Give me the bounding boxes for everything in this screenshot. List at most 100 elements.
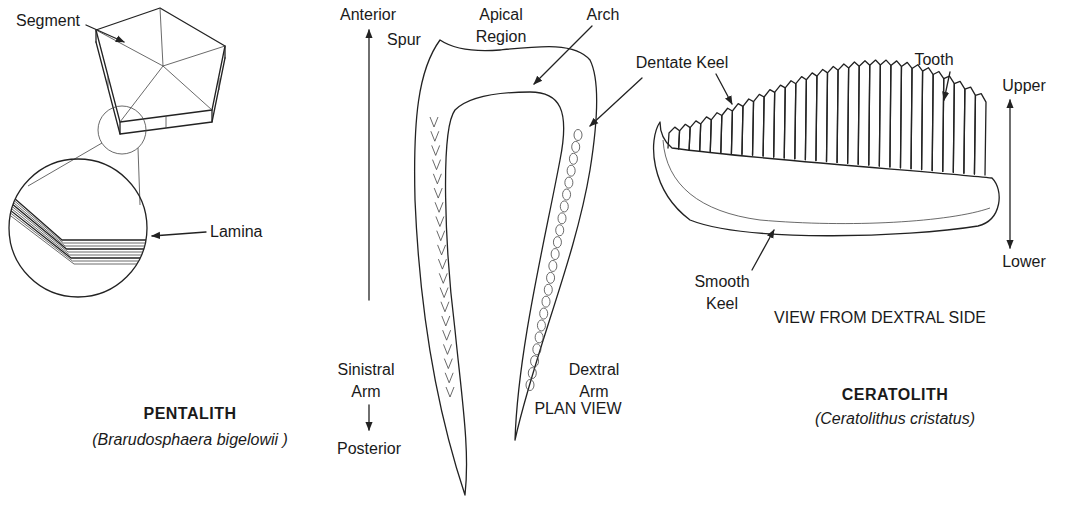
part-label: Smooth Keel <box>687 271 757 315</box>
keel-tooth <box>837 64 849 163</box>
ornament-mark <box>443 330 451 340</box>
part-label: Tooth <box>914 49 953 71</box>
ornament-mark <box>547 272 555 283</box>
keel-tooth <box>964 87 976 174</box>
dentate-keel <box>668 60 986 175</box>
axis-arrow <box>368 405 369 430</box>
keel-tooth <box>753 94 765 156</box>
ornament-mark <box>433 174 441 184</box>
ornament-mark <box>433 160 441 170</box>
keel-tooth <box>731 104 743 155</box>
ornament-mark <box>442 316 450 326</box>
ornament-mark <box>531 356 539 367</box>
arm-ornament <box>430 117 582 397</box>
lamina-line <box>0 182 182 252</box>
part-label: (Ceratolithus cristatus) <box>815 408 975 430</box>
leader-line <box>152 232 206 236</box>
ornament-mark <box>438 259 446 269</box>
part-label: Dentate Keel <box>636 52 729 74</box>
ornament-mark <box>434 188 442 198</box>
keel-tooth <box>721 108 733 153</box>
rim-suture <box>108 76 219 128</box>
part-label: VIEW FROM DEXTRAL SIDE <box>774 307 986 329</box>
keel-tooth <box>858 61 870 165</box>
keel-tooth <box>943 76 955 172</box>
ornament-mark <box>572 141 580 152</box>
keel-tooth <box>879 60 891 167</box>
part-label: (Brarudosphaera bigelowii ) <box>92 429 288 451</box>
ornament-mark <box>535 332 543 343</box>
keel-tooth <box>869 60 881 166</box>
part-label: CERATOLITH <box>842 384 949 406</box>
part-label: PLAN VIEW <box>534 398 621 420</box>
zoom-connector <box>28 143 140 205</box>
ornament-mark <box>436 216 444 226</box>
part-label: Posterior <box>337 438 401 460</box>
lamina-line <box>0 194 182 264</box>
ornament-mark <box>569 153 577 164</box>
ornament-mark <box>441 302 449 312</box>
part-label: PENTALITH <box>143 403 236 425</box>
ornament-mark <box>528 368 536 379</box>
keel-tooth <box>974 94 986 175</box>
lamina-line <box>0 188 182 258</box>
pentalith-face <box>96 8 225 122</box>
ornament-mark <box>432 145 440 155</box>
part-label: Apical Region <box>466 4 536 48</box>
ornament-mark <box>567 165 575 176</box>
axis-arrow <box>368 30 369 300</box>
ornament-mark <box>544 284 552 295</box>
part-label: Segment <box>16 10 80 32</box>
part-label: Spur <box>387 29 421 51</box>
ornament-mark <box>439 273 447 283</box>
ceratolith-side-view <box>654 60 1010 270</box>
ornament-mark <box>560 201 568 212</box>
ornament-mark <box>440 288 448 298</box>
leader-line <box>534 26 592 84</box>
lamina-line <box>0 191 182 261</box>
ornament-mark <box>553 237 561 248</box>
ornament-mark <box>443 344 451 354</box>
ornament-mark <box>445 373 453 383</box>
part-label: Sinistral Arm <box>326 359 406 403</box>
pentalith-rim <box>96 42 225 134</box>
part-label: Lower <box>1002 251 1046 273</box>
keel-tooth <box>795 77 807 160</box>
keel-tooth <box>742 99 754 155</box>
lamina-stack <box>0 170 182 264</box>
ornament-mark <box>540 308 548 319</box>
keel-tooth <box>774 85 786 158</box>
part-label: Lamina <box>210 221 262 243</box>
keel-tooth <box>848 62 860 164</box>
ornament-mark <box>431 131 439 141</box>
leader-line <box>716 74 732 104</box>
part-label: Anterior <box>340 4 396 26</box>
lamina-line <box>0 173 182 243</box>
zoom-circle-small <box>98 106 146 154</box>
rim-edge <box>96 30 225 134</box>
part-label: Upper <box>1002 75 1046 97</box>
keel-tooth <box>932 72 944 172</box>
keel-tooth <box>784 81 796 159</box>
leader-line <box>944 72 950 100</box>
keel-tooth <box>922 68 934 171</box>
leader-line <box>590 78 642 126</box>
ornament-mark <box>542 296 550 307</box>
keel-tooth <box>816 69 828 161</box>
leader-line <box>752 230 774 270</box>
keel-tooth <box>700 117 712 152</box>
lamina-line <box>0 170 182 240</box>
keel-tooth <box>911 65 923 170</box>
keel-tooth <box>679 124 691 149</box>
pentalith-drawing <box>0 8 225 297</box>
ornament-mark <box>551 249 559 260</box>
ornament-mark <box>537 320 545 331</box>
ornament-mark <box>533 344 541 355</box>
ornament-mark <box>565 177 573 188</box>
ornament-mark <box>444 359 452 369</box>
lamina-line <box>0 179 182 249</box>
part-label: Dextral Arm <box>559 359 629 403</box>
ornament-mark <box>549 260 557 271</box>
